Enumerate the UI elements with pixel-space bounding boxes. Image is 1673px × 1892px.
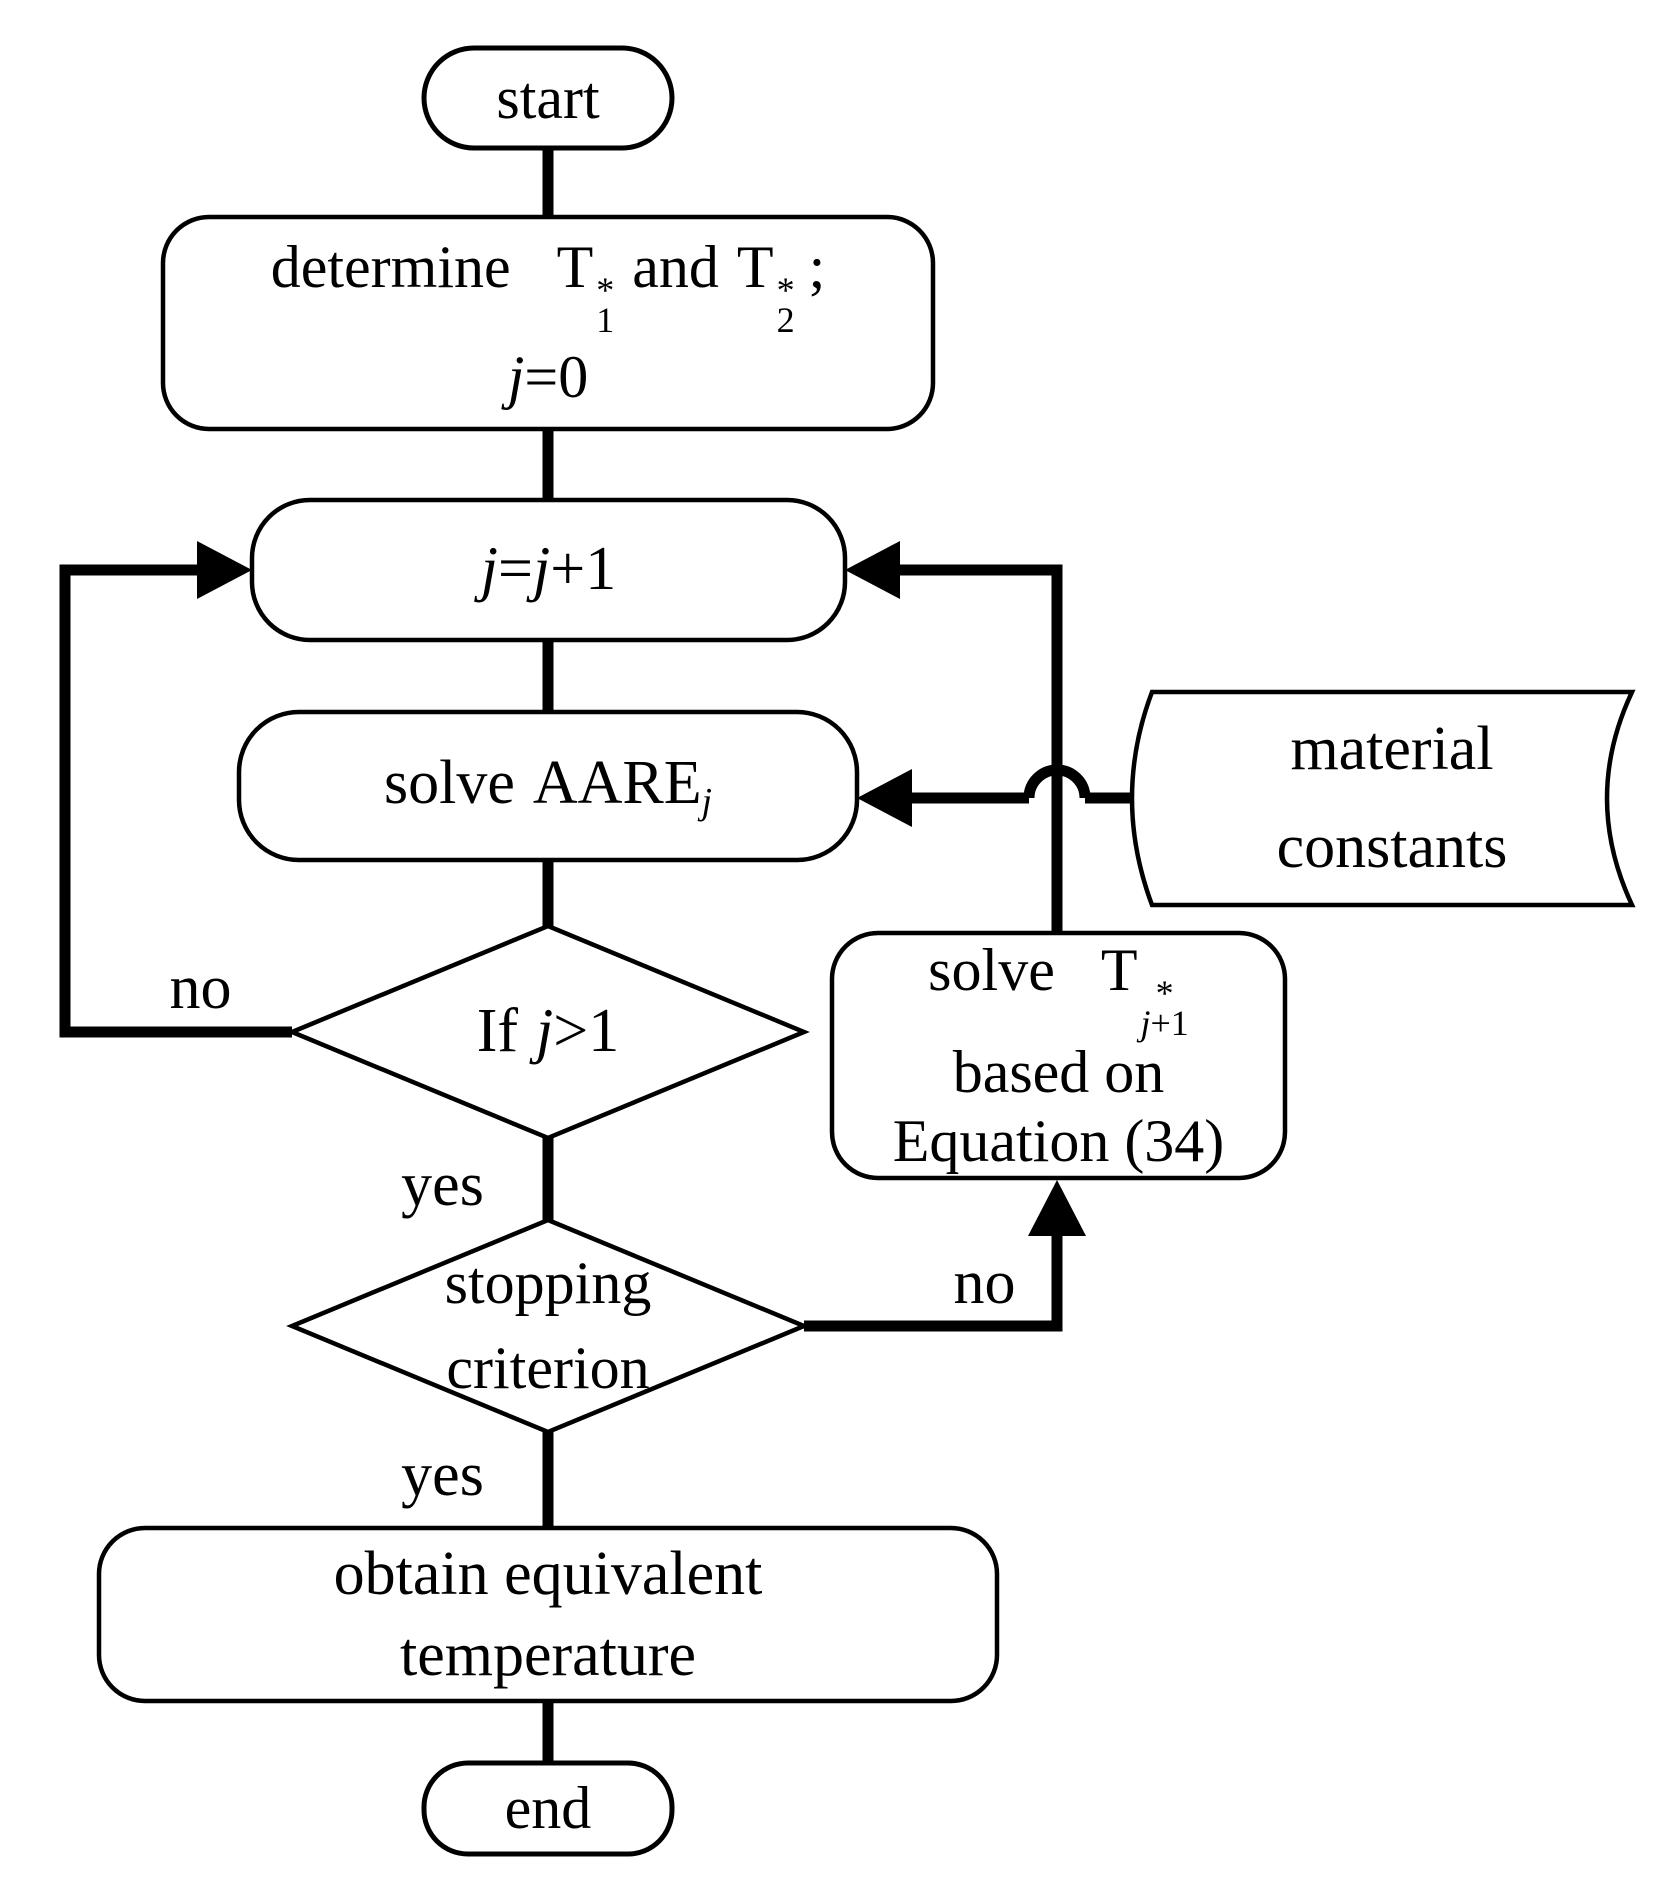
edge-stopping-no-solvet bbox=[804, 1232, 1063, 1332]
solve-t-node-label: solve T*j+1 based on Equation (34) bbox=[832, 933, 1285, 1178]
stopping-decision-diamond-shape bbox=[286, 1217, 810, 1435]
increment-process-shape bbox=[249, 497, 848, 643]
if-word: If bbox=[476, 997, 519, 1066]
solve-t-base: T bbox=[1100, 937, 1138, 1004]
determine-init: =0 bbox=[524, 344, 589, 411]
end-text: end bbox=[504, 1775, 592, 1841]
solve-aare-process-shape bbox=[236, 709, 860, 863]
obtain-line2: temperature bbox=[399, 1620, 697, 1689]
solve-t-supsub: *j+1 bbox=[1140, 973, 1189, 1043]
material-constants-label: material constants bbox=[1152, 692, 1632, 905]
start-node-label: start bbox=[424, 48, 672, 148]
material-line1: material bbox=[1290, 714, 1494, 783]
stopping-decision-label: stopping criterion bbox=[292, 1220, 804, 1432]
edge-label-if-no: no bbox=[169, 954, 232, 1023]
solve-t-line3: Equation (34) bbox=[892, 1107, 1225, 1174]
arrowhead-into-solvet bbox=[1028, 1180, 1086, 1236]
determine-t2-supsub: *2 bbox=[776, 270, 795, 340]
if-decision-diamond-shape bbox=[286, 923, 810, 1141]
node-shapes bbox=[96, 45, 1636, 1857]
start-text: start bbox=[496, 64, 600, 131]
solve-aare-subscript: j bbox=[701, 781, 712, 823]
stopping-line1: stopping bbox=[444, 1249, 652, 1316]
determine-line2: j=0 bbox=[508, 335, 589, 420]
solve-t-word: solve bbox=[928, 937, 1055, 1004]
solve-t-line1: solve T*j+1 bbox=[928, 936, 1189, 1043]
obtain-line1: obtain equivalent bbox=[333, 1539, 763, 1608]
edge-if-no-loop bbox=[59, 564, 292, 1038]
start-terminator-shape bbox=[421, 45, 675, 151]
if-comparison: >1 bbox=[553, 997, 620, 1066]
arrowhead-into-increment-left bbox=[197, 541, 252, 599]
edge-material-hop-bridge bbox=[1023, 764, 1091, 799]
arrowhead-into-solveaare bbox=[857, 769, 912, 827]
determine-word: determine bbox=[270, 234, 511, 301]
determine-t1-base: T bbox=[556, 234, 594, 301]
arrowhead-into-increment-right bbox=[845, 541, 900, 599]
determine-j: j bbox=[507, 344, 525, 411]
determine-t2-base: T bbox=[736, 234, 774, 301]
material-line2: constants bbox=[1276, 812, 1508, 881]
solve-aare-acronym: AARE bbox=[532, 748, 702, 817]
solve-t-process-shape bbox=[829, 930, 1288, 1181]
if-j: j bbox=[536, 997, 554, 1066]
material-constants-stored-data-shape bbox=[1129, 689, 1636, 908]
end-terminator-shape bbox=[421, 1760, 675, 1857]
edge-label-if-yes: yes bbox=[401, 1151, 484, 1220]
solve-t-line2: based on bbox=[952, 1039, 1165, 1106]
solve-aare-word: solve bbox=[384, 748, 515, 817]
determine-t1-supsub: *1 bbox=[596, 270, 615, 340]
stopping-line2: criterion bbox=[446, 1335, 650, 1401]
obtain-node-label: obtain equivalent temperature bbox=[99, 1528, 997, 1701]
arrowheads bbox=[197, 541, 1086, 1236]
edge-solvet-increment bbox=[897, 564, 1063, 933]
determine-process-shape bbox=[160, 214, 936, 432]
determine-semicolon: ; bbox=[808, 234, 826, 301]
determine-and: and bbox=[632, 234, 719, 301]
edge-label-stopping-no: no bbox=[953, 1249, 1016, 1318]
end-node-label: end bbox=[424, 1763, 672, 1854]
obtain-process-shape bbox=[96, 1525, 1000, 1704]
increment-node-label: j=j+1 bbox=[252, 500, 845, 640]
edge-label-stopping-yes: yes bbox=[401, 1441, 484, 1510]
increment-text: j=j+1 bbox=[480, 535, 617, 604]
